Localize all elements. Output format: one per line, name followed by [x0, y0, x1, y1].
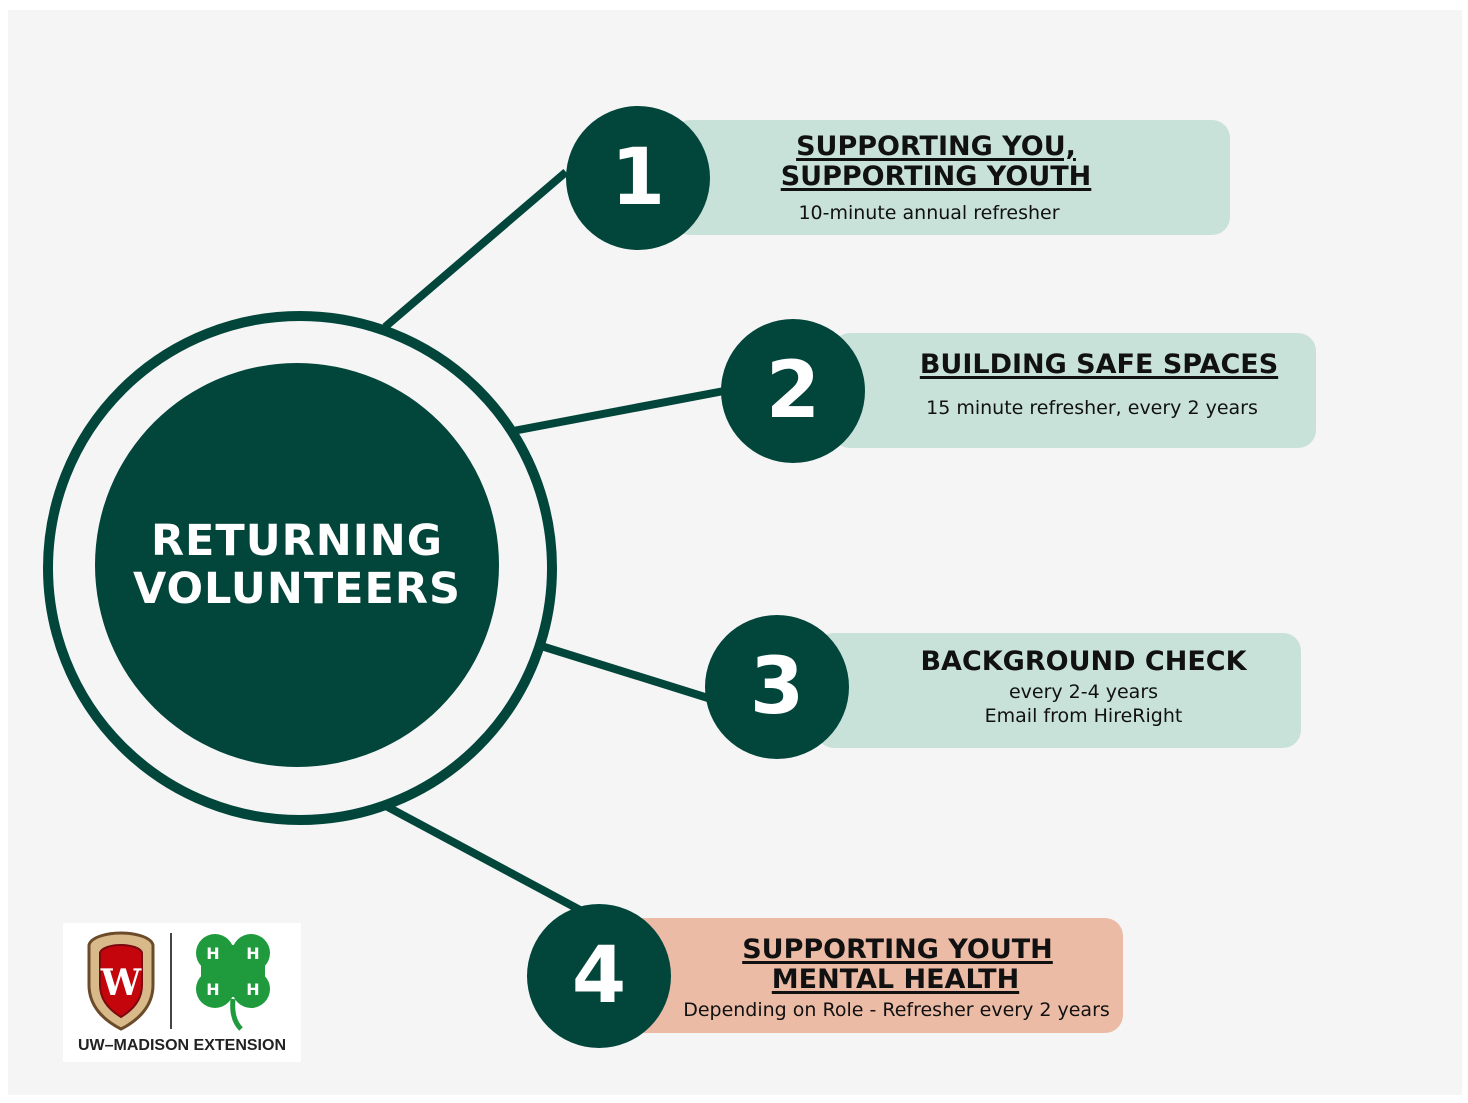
step-4-number-badge: 4: [527, 904, 671, 1048]
center-title-line1: RETURNING: [150, 516, 444, 566]
crest-letter: W: [100, 962, 142, 1004]
connector-line-2: [512, 387, 725, 435]
step-4-description: Depending on Role - Refresher every 2 ye…: [683, 999, 1110, 1021]
connector-line-1: [382, 168, 569, 331]
step-1-title-line1: SUPPORTING YOU,: [796, 131, 1076, 162]
step-1-description: 10-minute annual refresher: [798, 202, 1060, 224]
step-3-number: 3: [749, 642, 805, 732]
step-3-number-badge: 3: [705, 615, 849, 759]
step-1-title-line2: SUPPORTING YOUTH: [780, 161, 1092, 192]
step-2-title: BUILDING SAFE SPACES: [919, 349, 1279, 380]
connector-line-3: [536, 641, 710, 702]
step-3-description-line2: Email from HireRight: [984, 705, 1183, 727]
step-3-title: BACKGROUND CHECK: [920, 646, 1247, 677]
clover-letter-4: H: [246, 980, 259, 999]
step-3-description-line1: every 2-4 years: [1008, 681, 1159, 703]
step-2-description: 15 minute refresher, every 2 years: [926, 397, 1258, 419]
four-h-clover-icon: H H H H: [196, 934, 270, 1031]
logo-graphics: W H H H H: [87, 931, 270, 1031]
step-2-number-badge: 2: [721, 319, 865, 463]
uw-crest-icon: W: [87, 931, 155, 1031]
center-title-line2: VOLUNTEERS: [132, 564, 461, 614]
step-4-box: SUPPORTING YOUTH MENTAL HEALTH Depending…: [618, 918, 1123, 1033]
step-3-box: BACKGROUND CHECK every 2-4 years Email f…: [816, 633, 1301, 748]
step-4-title-line2: MENTAL HEALTH: [771, 964, 1020, 995]
clover-letter-2: H: [246, 944, 259, 963]
step-4-title-line1: SUPPORTING YOUTH: [742, 934, 1053, 965]
clover-letter-3: H: [206, 980, 219, 999]
step-2-box: BUILDING SAFE SPACES 15 minute refresher…: [832, 333, 1316, 448]
step-1-box: SUPPORTING YOU, SUPPORTING YOUTH 10-minu…: [672, 120, 1230, 235]
step-2-number: 2: [765, 346, 821, 436]
step-4-number: 4: [571, 931, 627, 1021]
step-1-number-badge: 1: [566, 106, 710, 250]
uw-madison-extension-logo: W H H H H UW–MADISON EXTENSION: [63, 923, 301, 1062]
center-circle: RETURNING VOLUNTEERS: [95, 363, 499, 767]
step-1-number: 1: [610, 133, 666, 223]
logo-caption: UW–MADISON EXTENSION: [77, 1037, 286, 1054]
connector-line-4: [382, 801, 582, 914]
clover-letter-1: H: [206, 944, 219, 963]
